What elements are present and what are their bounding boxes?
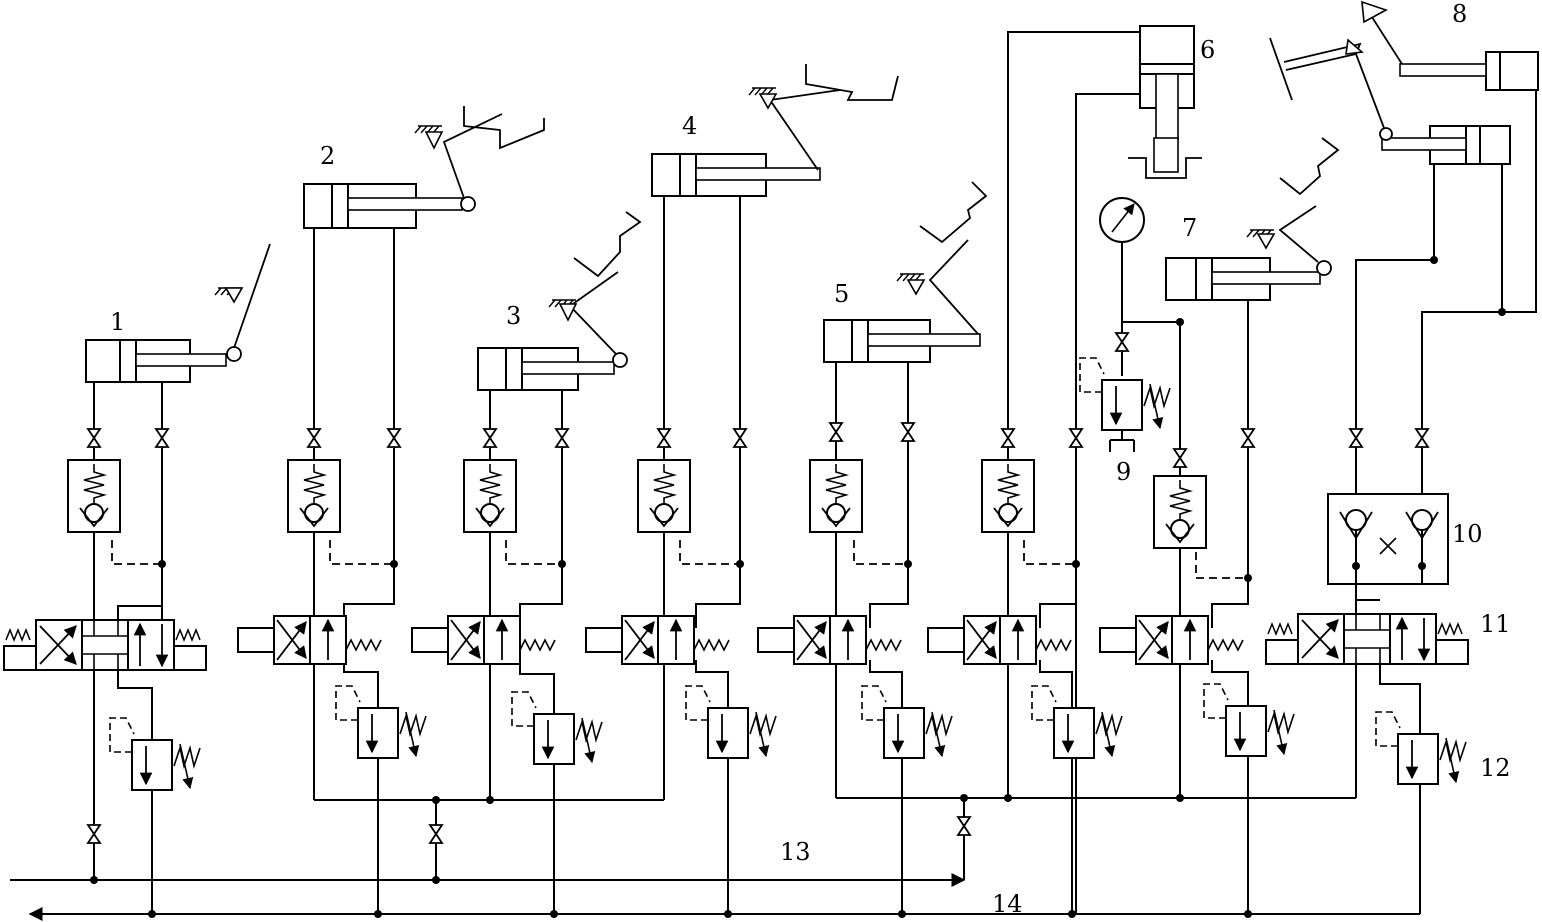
cylinder-7 bbox=[1165, 137, 1340, 301]
label-12: 12 bbox=[1480, 754, 1511, 782]
pressure-gauge bbox=[1099, 197, 1145, 243]
label-4: 4 bbox=[682, 112, 697, 140]
junction-dots bbox=[90, 256, 1506, 918]
pipe-network bbox=[10, 31, 1537, 921]
cylinder-5 bbox=[823, 181, 988, 363]
inline-valves bbox=[87, 332, 1429, 844]
label-11: 11 bbox=[1480, 610, 1511, 638]
cylinder-4 bbox=[651, 64, 899, 197]
label-13: 13 bbox=[780, 838, 811, 866]
label-9: 9 bbox=[1116, 458, 1131, 486]
label-8: 8 bbox=[1452, 0, 1467, 28]
label-14: 14 bbox=[992, 890, 1023, 918]
pilot-lines bbox=[111, 540, 1422, 579]
hydraulic-lock-10 bbox=[1327, 493, 1449, 585]
component-labels: 1 2 3 4 5 6 7 8 9 10 11 12 13 14 bbox=[110, 0, 1511, 918]
check-valves bbox=[67, 459, 1207, 549]
label-5: 5 bbox=[834, 280, 849, 308]
label-2: 2 bbox=[320, 142, 335, 170]
relief-valve-9 bbox=[1080, 358, 1170, 430]
label-6: 6 bbox=[1200, 36, 1215, 64]
directional-valves-2-position bbox=[238, 616, 1243, 664]
cylinder-1 bbox=[85, 243, 271, 383]
cylinder-8 bbox=[1269, 0, 1539, 165]
label-10: 10 bbox=[1452, 520, 1483, 548]
label-3: 3 bbox=[506, 302, 521, 330]
label-1: 1 bbox=[110, 308, 125, 336]
directional-valve-11 bbox=[1265, 613, 1469, 665]
directional-valve-1 bbox=[3, 619, 207, 671]
label-7: 7 bbox=[1182, 214, 1197, 242]
cylinder-2 bbox=[303, 106, 545, 229]
cylinder-6 bbox=[1128, 25, 1202, 179]
cylinder-3 bbox=[477, 211, 642, 391]
